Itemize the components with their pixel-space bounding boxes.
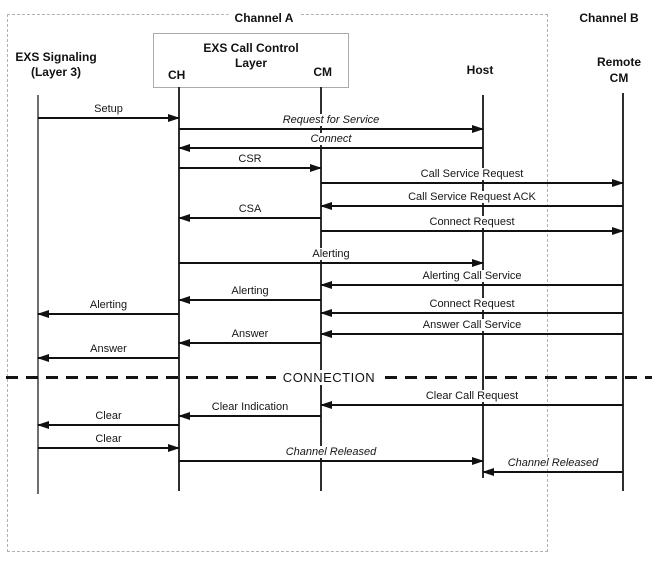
- remote-cm-line1: Remote: [596, 55, 642, 69]
- message-arrow: [179, 125, 484, 133]
- remote-cm-line2: CM: [609, 71, 629, 85]
- message-arrow: [38, 114, 180, 122]
- message-label: Alerting: [228, 285, 272, 297]
- arrowhead-icon: [320, 202, 332, 210]
- arrowhead-icon: [37, 421, 49, 429]
- message-label: Alerting: [86, 299, 131, 311]
- channel-b-label: Channel B: [579, 11, 639, 25]
- message-label: Alerting: [309, 248, 353, 260]
- arrowhead-icon: [472, 259, 484, 267]
- message-label: CSA: [235, 203, 265, 215]
- arrowhead-icon: [320, 401, 332, 409]
- channel-a-label: Channel A: [228, 11, 300, 25]
- message-arrow: [482, 468, 623, 476]
- lifeline-remote-cm: [622, 93, 624, 491]
- exs-signaling-header: EXS Signaling (Layer 3): [15, 50, 96, 80]
- arrowhead-icon: [178, 339, 190, 347]
- message-arrow: [38, 444, 180, 452]
- message-arrow: [178, 214, 321, 222]
- message-arrow: [321, 179, 624, 187]
- call-control-title-line1: EXS Call Control: [203, 41, 299, 55]
- message-label: Connect: [307, 133, 355, 145]
- message-arrow: [320, 401, 623, 409]
- arrowhead-icon: [37, 310, 49, 318]
- message-arrow: [320, 281, 623, 289]
- message-arrow: [37, 310, 179, 318]
- arrowhead-icon: [37, 354, 49, 362]
- message-label: Clear Call Request: [422, 390, 522, 402]
- lifeline-host: [482, 95, 484, 478]
- message-arrow: [179, 164, 322, 172]
- message-label: Channel Released: [282, 446, 380, 458]
- arrowhead-icon: [178, 214, 190, 222]
- arrowhead-icon: [178, 144, 190, 152]
- message-arrow: [178, 339, 321, 347]
- message-label: Answer: [87, 343, 130, 355]
- message-arrow: [179, 457, 484, 465]
- message-arrow: [178, 412, 321, 420]
- message-arrow: [179, 259, 484, 267]
- remote-cm-label: Remote CM: [597, 54, 641, 86]
- lifeline-exs-signaling: [37, 95, 39, 494]
- message-label: Channel Released: [504, 457, 602, 469]
- channel-a-boundary: [7, 14, 548, 552]
- message-arrow: [178, 296, 321, 304]
- connection-dashed-line: [385, 376, 652, 379]
- message-arrow: [37, 354, 179, 362]
- arrowhead-icon: [612, 227, 624, 235]
- call-control-title-line2: Layer: [234, 56, 268, 70]
- message-label: Request for Service: [279, 114, 383, 126]
- arrowhead-icon: [472, 125, 484, 133]
- message-arrow: [178, 144, 483, 152]
- lifeline-ch: [178, 87, 180, 491]
- arrowhead-icon: [168, 114, 180, 122]
- message-arrow: [320, 330, 623, 338]
- arrowhead-icon: [178, 412, 190, 420]
- message-arrow: [320, 309, 623, 317]
- message-label: Setup: [91, 103, 126, 115]
- message-label: Connect Request: [426, 216, 518, 228]
- arrowhead-icon: [178, 296, 190, 304]
- arrowhead-icon: [482, 468, 494, 476]
- arrowhead-icon: [168, 444, 180, 452]
- message-label: Call Service Request ACK: [405, 191, 539, 203]
- arrowhead-icon: [472, 457, 484, 465]
- message-label: Call Service Request: [417, 168, 527, 180]
- exs-signaling-line2: (Layer 3): [30, 65, 82, 79]
- message-label: Clear: [92, 410, 125, 422]
- connection-label: CONNECTION: [276, 370, 382, 385]
- message-label: Answer: [228, 328, 272, 340]
- exs-signaling-line1: EXS Signaling: [15, 50, 97, 64]
- message-arrow: [37, 421, 179, 429]
- message-label: Clear: [92, 433, 125, 445]
- arrowhead-icon: [612, 179, 624, 187]
- message-label: Answer Call Service: [419, 319, 525, 331]
- message-arrow: [321, 227, 624, 235]
- host-label: Host: [466, 63, 494, 77]
- message-label: Connect Request: [426, 298, 518, 310]
- connection-dashed-line: [6, 376, 276, 379]
- ch-label: CH: [168, 68, 186, 82]
- lifeline-cm: [320, 87, 322, 491]
- message-arrow: [320, 202, 623, 210]
- arrowhead-icon: [310, 164, 322, 172]
- message-label: Alerting Call Service: [419, 270, 525, 282]
- arrowhead-icon: [320, 281, 332, 289]
- cm-label: CM: [313, 65, 332, 79]
- message-label: Clear Indication: [208, 401, 292, 413]
- message-label: CSR: [235, 153, 265, 165]
- call-control-layer-box: EXS Call Control Layer CH CM: [153, 33, 349, 88]
- arrowhead-icon: [320, 330, 332, 338]
- arrowhead-icon: [320, 309, 332, 317]
